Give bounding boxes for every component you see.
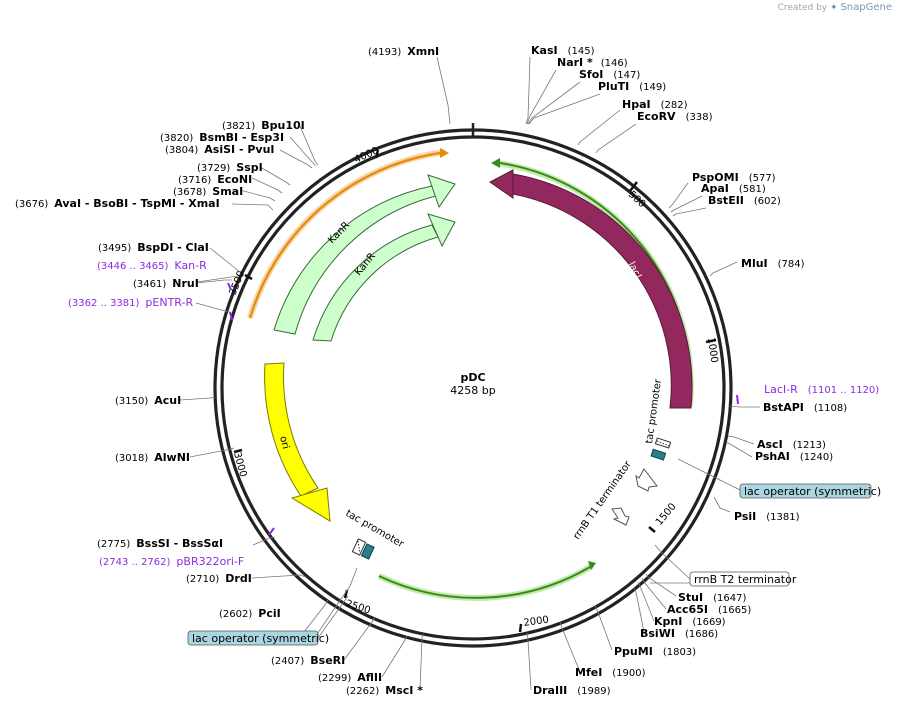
enzyme-bsteii: BstEII(602) [708,194,781,207]
enzyme-nrui: (3461)NruI [133,277,199,290]
lac-operator-2-marker[interactable] [360,543,375,560]
rrnb-t2-terminator-icon [611,507,630,526]
green-arc-bottom [378,566,591,599]
lac-operator-box-2[interactable] [187,630,319,646]
tick-1500: 1500 [654,501,679,528]
watermark-prefix: Created by [777,3,828,13]
enzyme-ppumi: PpuMI(1803) [614,645,696,658]
enzyme-mfei: MfeI(1900) [575,666,646,679]
enzyme-pcii: (2602)PciI [219,607,281,620]
enzyme-msci: (2262)MscI * [346,684,423,697]
primer-laci-r: LacI-R(1101 .. 1120) [764,383,879,396]
rrnb-t1-terminator-icon [635,468,658,492]
laci-arrowhead [489,169,514,199]
enzyme-pspomi: PspOMI(577) [692,171,776,184]
green-arc-bottom-head [588,561,596,570]
tac-promoter-1-label: tac promoter [644,378,664,445]
enzyme-psii: PsiI(1381) [734,510,800,523]
laci-feature[interactable] [512,173,693,409]
enzyme-bstapi: BstAPI(1108) [763,401,847,414]
enzyme-sspi: (3729)SspI [197,161,263,174]
enzyme-ecorv: EcoRV(338) [637,110,713,123]
enzyme-acc65i: Acc65I(1665) [667,603,751,616]
tick-4000: 4000 [353,145,381,165]
rrnb-t1-label: rrnB T1 terminator [571,458,634,541]
enzyme-nari: NarI *(146) [557,56,628,69]
enzyme-bseri: (2407)BseRI [271,654,345,667]
scale-ticks [233,149,717,633]
enzyme-kpni: KpnI(1669) [654,615,726,628]
enzyme-avai: (3676)AvaI - BsoBI - TspMI - XmaI [15,197,220,210]
watermark-brand: SnapGene [840,2,892,13]
enzyme-econi: (3716)EcoNI [178,173,252,186]
enzyme-draiii: DraIII(1989) [533,684,611,697]
enzyme-bsmbi: (3820)BsmBI - Esp3I [160,131,284,144]
lac-operator-label-1: lac operator (symmetric) [744,485,881,498]
lac-operator-label-2: lac operator (symmetric) [192,632,329,645]
enzyme-kasi: KasI(145) [531,44,595,57]
lac-operator-1-marker[interactable] [650,448,667,461]
enzyme-xmni: (4193)XmnI [368,45,439,58]
enzyme-mlui: MluI(784) [741,257,805,270]
enzyme-bsiwi: BsiWI(1686) [640,627,718,640]
primer-kan-r: (3446 .. 3465)Kan-R [97,259,207,272]
primer-marks [227,282,739,536]
watermark: Created by ✦ SnapGene [778,2,892,13]
rrnb-t2-label: rrnB T2 terminator [694,573,797,586]
enzyme-pluti: PluTI(149) [598,80,666,93]
enzyme-bsssi: (2775)BssSI - BssSαI [97,537,223,550]
enzyme-aflii: (2299)AflII [318,671,382,684]
leader-lines [179,56,760,691]
enzyme-apai: ApaI(581) [701,182,766,195]
enzyme-stui: StuI(1647) [678,591,746,604]
tac-promoter-1-icon [654,437,672,449]
enzyme-alwni: (3018)AlwNI [115,451,190,464]
enzyme-drdi: (2710)DrdI [186,572,252,585]
tac-promoter-2-icon [351,538,367,556]
plasmid-length: 4258 bp [450,384,495,397]
plasmid-name: pDC [460,371,485,384]
ori-feature[interactable] [264,362,319,497]
primer-pentr-r: (3362 .. 3381)pENTR-R [68,296,193,309]
enzyme-acui: (3150)AcuI [115,394,181,407]
orange-arc-head [440,148,449,158]
enzyme-pshai: PshAI(1240) [755,450,833,463]
green-arc-right-head [491,158,500,168]
enzyme-sfoi: SfoI(147) [579,68,640,81]
ori-label: ori [277,435,291,450]
rrnb-t2-box[interactable] [689,571,790,587]
tick-2000: 2000 [523,615,550,629]
tick-500: 500 [626,189,647,210]
enzyme-smai: (3678)SmaI [173,185,243,198]
orange-arc [248,151,441,319]
lac-operator-box-1[interactable] [739,483,872,499]
tick-1000: 1000 [705,337,719,364]
tac-promoter-2-label: tac promoter [344,508,407,551]
ori-arrowhead [290,487,331,522]
enzyme-bspdi: (3495)BspDI - ClaI [98,241,209,254]
enzyme-asci: AscI(1213) [757,438,826,451]
enzyme-asisi: (3804)AsiSI - PvuI [165,143,275,156]
kanr-inner-arrowhead [427,213,456,248]
enzyme-hpai: HpaI(282) [622,98,688,111]
primer-pbr322ori-f: (2743 .. 2762)pBR322ori-F [99,555,244,568]
enzyme-bpu10i: (3821)Bpu10I [222,119,305,132]
snapgene-logo-icon: ✦ [830,3,838,13]
kanr-outer-arrowhead [427,174,456,209]
